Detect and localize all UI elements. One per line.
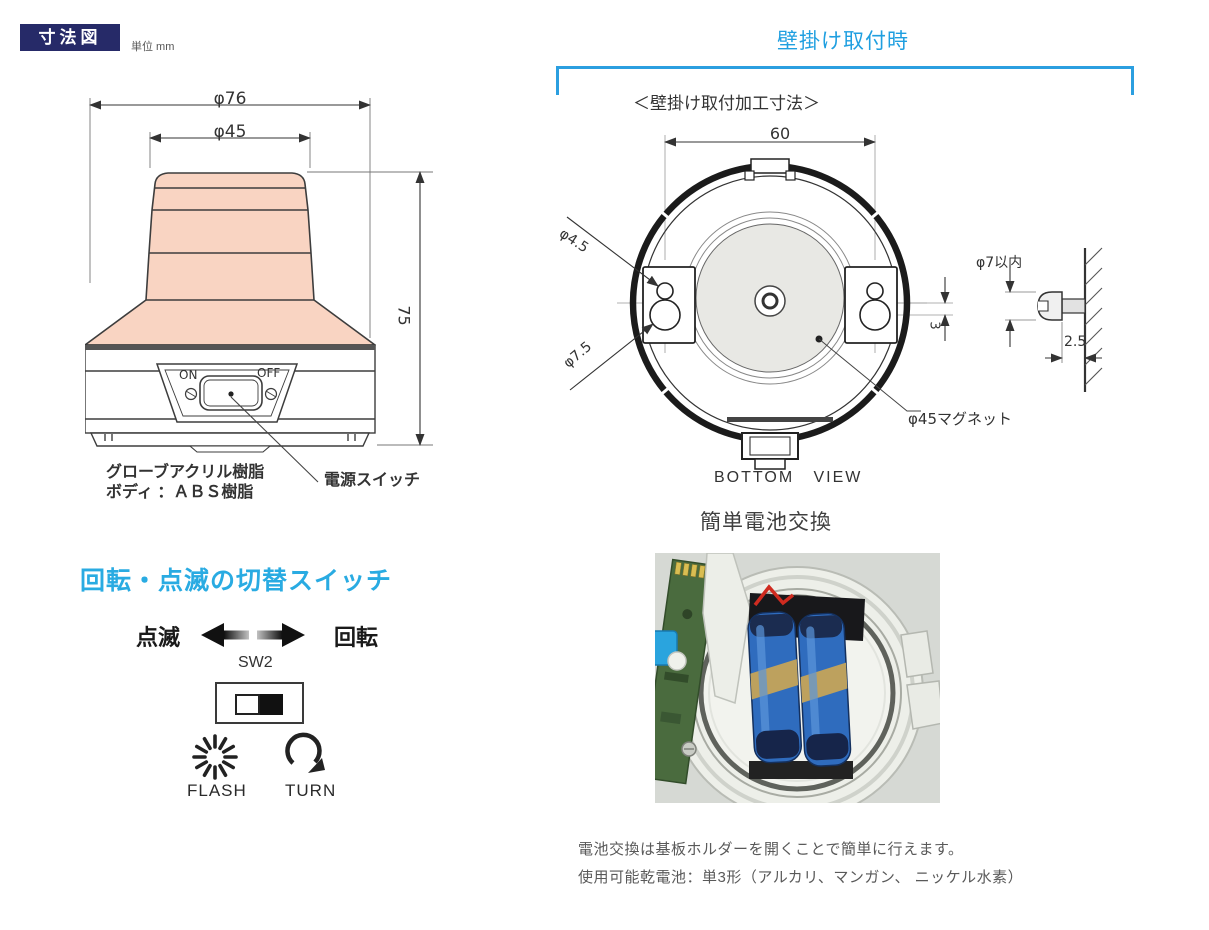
flash-mode-label: 点滅 (136, 625, 181, 650)
red-wire (753, 584, 795, 607)
left-arrow-icon (201, 623, 224, 647)
sw2-label: SW2 (238, 654, 273, 671)
turn-icon (285, 732, 325, 773)
dimension-figure-badge: 寸法図 (20, 24, 120, 51)
magnet-label: φ45マグネット (908, 410, 1012, 428)
bottom-view-dimensions (566, 137, 950, 391)
turn-caption: TURN (285, 781, 337, 800)
battery-note-line2: 使用可能乾電池：単3形（アルカリ、マンガン、 ニッケル水素） (578, 869, 1024, 886)
right-arrow-icon (282, 623, 305, 647)
slide-switch-graphic (215, 682, 304, 724)
board-holder-arm (702, 553, 751, 705)
flash-icon (192, 734, 238, 780)
slide-switch-off-position (235, 694, 260, 715)
dim-phi76: φ76 (213, 89, 247, 109)
body-material-label: ボディ ：ＡＢＳ樹脂 (106, 484, 254, 501)
battery-photo (655, 553, 940, 803)
switch-off-label: OFF (257, 366, 281, 380)
side-view-drawing (85, 98, 433, 483)
bottom-view-caption: BOTTOM VIEW (714, 469, 863, 486)
wall-mount-title: 壁掛け取付時 (777, 30, 909, 53)
bottom-view-drawing (566, 135, 1103, 470)
dim-60: 60 (769, 124, 791, 143)
mode-direction-arrows (201, 623, 305, 647)
mode-switch-title: 回転・点滅の切替スイッチ (80, 567, 393, 595)
dim-wall-gap: 2.5 (1064, 334, 1087, 350)
battery-section-title: 簡単電池交換 (700, 511, 832, 534)
dimension-lines (89, 100, 425, 446)
dim-screw-head: φ7以内 (976, 255, 1023, 271)
flash-caption: FLASH (187, 781, 247, 800)
unit-label: 単位 mm (131, 41, 175, 53)
aa-batteries (747, 611, 852, 767)
power-switch-label: 電源スイッチ (324, 472, 421, 489)
dim-phi45: φ45 (213, 122, 247, 142)
power-switch-panel (155, 363, 319, 483)
globe-dome (85, 172, 376, 346)
slide-switch-knob (260, 694, 283, 715)
globe-material-label: グローブアクリル樹脂 (106, 464, 265, 481)
dim-height-75: 75 (394, 305, 414, 326)
switch-on-label: ON (179, 368, 198, 382)
dim-offset-3: 3 (926, 321, 942, 330)
wall-mount-subtitle: ＜壁掛け取付加工寸法＞ (633, 94, 820, 113)
turn-mode-label: 回転 (334, 625, 379, 650)
battery-note-line1: 電池交換は基板ホルダーを開くことで簡単に行えます。 (578, 841, 964, 858)
wall-screw-detail (1005, 247, 1103, 392)
wall-mount-bracket (556, 66, 1134, 95)
circuit-board (655, 558, 718, 785)
bottom-latch (727, 417, 833, 470)
